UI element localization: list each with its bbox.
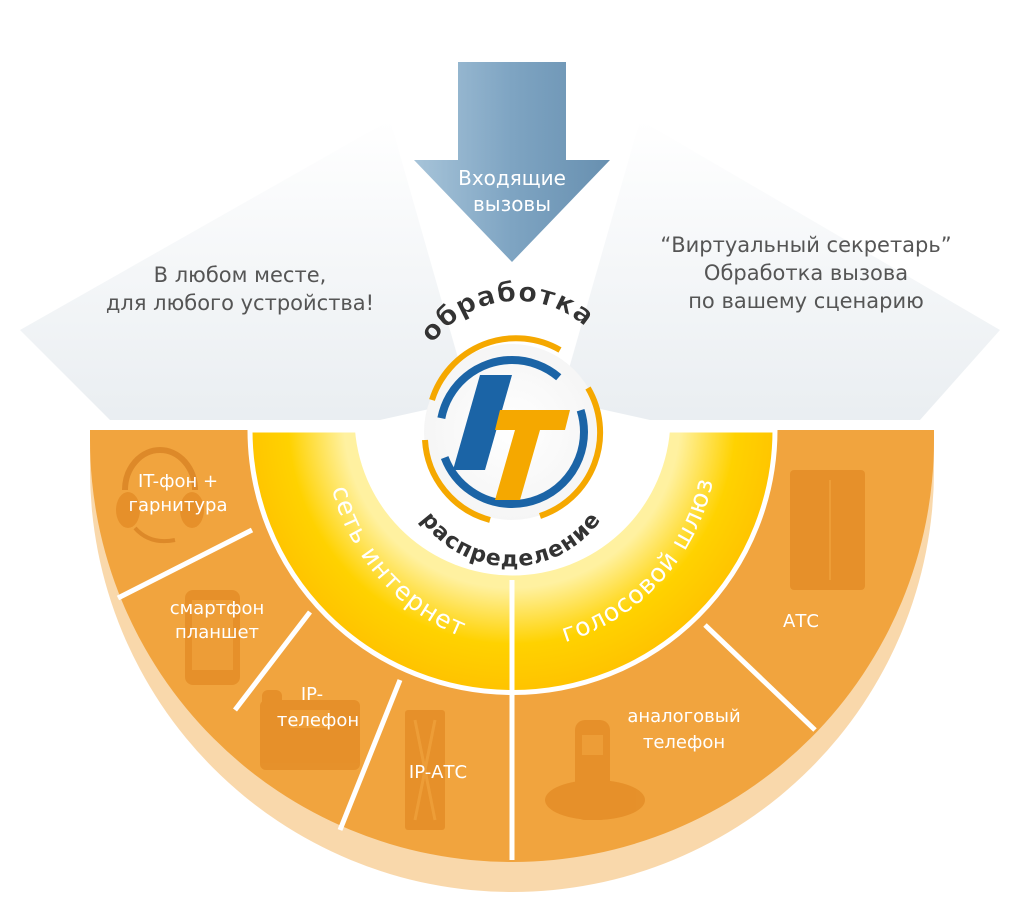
right-caption-line2: Обработка вызова bbox=[704, 261, 908, 285]
headset-icon bbox=[116, 447, 204, 544]
hub-logo bbox=[422, 335, 604, 523]
light-beams bbox=[20, 120, 1000, 420]
smartphone-label-line1: смартфон bbox=[170, 598, 265, 619]
left-caption: В любом месте, для любого устройства! bbox=[106, 263, 374, 315]
arrow-label-line2: вызовы bbox=[473, 192, 551, 216]
it-phone-label-line2: гарнитура bbox=[129, 495, 228, 516]
arrow-label-line1: Входящие bbox=[458, 166, 566, 190]
ip-phone-label-line2: телефон bbox=[277, 710, 359, 731]
pbx-cabinet-icon bbox=[790, 470, 865, 590]
analog-phone-label-line1: аналоговый bbox=[627, 706, 740, 727]
right-caption-line1: “Виртуальный секретарь” bbox=[660, 233, 951, 257]
it-logo-icon bbox=[453, 375, 570, 500]
left-caption-line1: В любом месте, bbox=[154, 263, 327, 287]
smartphone-label-line2: планшет bbox=[175, 622, 259, 643]
left-light-beam bbox=[20, 120, 470, 420]
arrow-shape bbox=[414, 62, 610, 262]
segment-dividers bbox=[116, 527, 817, 860]
analog-phone-icon bbox=[545, 720, 645, 820]
right-caption-line3: по вашему сценарию bbox=[688, 289, 924, 313]
ip-pbx-label: IP-АТС bbox=[409, 762, 467, 783]
analog-phone-label-line2: телефон bbox=[643, 732, 725, 753]
smartphone-icon bbox=[185, 590, 240, 685]
ip-pbx-icon bbox=[405, 710, 445, 830]
ip-phone-label-line1: IP- bbox=[301, 684, 323, 705]
right-light-beam bbox=[560, 120, 1000, 420]
left-caption-line2: для любого устройства! bbox=[106, 291, 374, 315]
device-labels: IT-фон + гарнитура смартфон планшет IP- … bbox=[129, 471, 819, 783]
incoming-calls-arrow: Входящие вызовы bbox=[414, 62, 610, 262]
right-caption: “Виртуальный секретарь” Обработка вызова… bbox=[660, 233, 951, 313]
it-phone-label-line1: IT-фон + bbox=[138, 471, 218, 492]
ip-phone-icon bbox=[260, 690, 360, 770]
pbx-label: АТС bbox=[783, 611, 819, 632]
device-segments bbox=[116, 447, 865, 830]
